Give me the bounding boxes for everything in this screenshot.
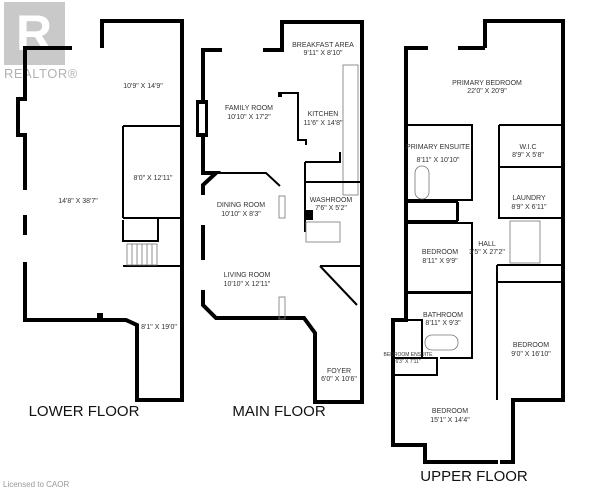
main-floor-title: MAIN FLOOR <box>232 403 326 420</box>
lower-room-1-size: 10'9" X 14'9" <box>123 83 163 90</box>
foyer-size: 6'0" X 10'6" <box>321 376 357 383</box>
realtor-logo-text: REALTOR® <box>4 66 78 81</box>
laundry-name: LAUNDRY <box>512 195 546 202</box>
bedroom-3-size: 9'0" X 16'10" <box>511 351 551 358</box>
bathroom-size: 8'11" X 9'3" <box>425 320 461 327</box>
upper-floor-plan: PRIMARY BEDROOM 22'0" X 20'9" PRIMARY EN… <box>384 19 565 485</box>
realtor-logo: R REALTOR® <box>2 2 77 82</box>
bedroom-2-name: BEDROOM <box>422 249 458 256</box>
bedroom-4-size: 15'1" X 14'4" <box>430 417 470 424</box>
license-text: Licensed to CAOR <box>3 480 70 489</box>
living-room-size: 10'10" X 12'11" <box>224 281 271 288</box>
laundry-size: 8'9" X 6'11" <box>511 204 547 211</box>
lower-floor-plan: 10'9" X 14'9" 8'0" X 12'11" 14'8" X 38'7… <box>16 19 184 420</box>
bedroom-ensuite-size: 6'3" X 7'11" <box>395 359 420 365</box>
hall-name: HALL <box>478 241 496 248</box>
primary-bedroom-name: PRIMARY BEDROOM <box>452 80 522 87</box>
realtor-logo-mark: R <box>4 2 65 65</box>
dining-room-size: 10'10" X 8'3" <box>221 211 261 218</box>
bedroom-3-name: BEDROOM <box>513 342 549 349</box>
primary-ensuite-size: 8'11" X 10'10" <box>417 157 460 164</box>
lower-room-4-size: 8'1" X 19'0" <box>141 324 177 331</box>
hall-size: 3'5" X 27'2" <box>469 249 505 256</box>
dining-room-name: DINING ROOM <box>217 202 265 209</box>
bedroom-4-name: BEDROOM <box>432 408 468 415</box>
kitchen-size: 11'6" X 14'8" <box>303 120 343 127</box>
bathroom-name: BATHROOM <box>423 312 463 319</box>
kitchen-name: KITCHEN <box>308 111 339 118</box>
wic-name: W.I.C <box>519 144 536 151</box>
living-room-name: LIVING ROOM <box>224 272 271 279</box>
wic-size: 8'9" X 5'8" <box>512 152 544 159</box>
family-room-name: FAMILY ROOM <box>225 105 273 112</box>
lower-floor-title: LOWER FLOOR <box>29 403 140 420</box>
lower-room-2-size: 8'0" X 12'11" <box>133 175 173 182</box>
bedroom-2-size: 8'11" X 9'9" <box>422 258 458 265</box>
primary-ensuite-name: PRIMARY ENSUITE <box>406 144 470 151</box>
washroom-name: WASHROOM <box>310 197 353 204</box>
washroom-size: 7'6" X 5'2" <box>315 205 347 212</box>
family-room-size: 10'10" X 17'2" <box>227 114 271 121</box>
foyer-name: FOYER <box>327 368 351 375</box>
main-floor-plan: BREAKFAST AREA 9'11" X 8'10" FAMILY ROOM… <box>196 20 364 420</box>
upper-floor-title: UPPER FLOOR <box>420 468 528 485</box>
bedroom-ensuite-name: BEDROOM ENSUITE <box>384 352 434 358</box>
lower-room-3-size: 14'8" X 38'7" <box>58 198 98 205</box>
breakfast-area-size: 9'11" X 8'10" <box>303 50 343 57</box>
primary-bedroom-size: 22'0" X 20'9" <box>467 88 507 95</box>
breakfast-area-name: BREAKFAST AREA <box>292 42 354 49</box>
